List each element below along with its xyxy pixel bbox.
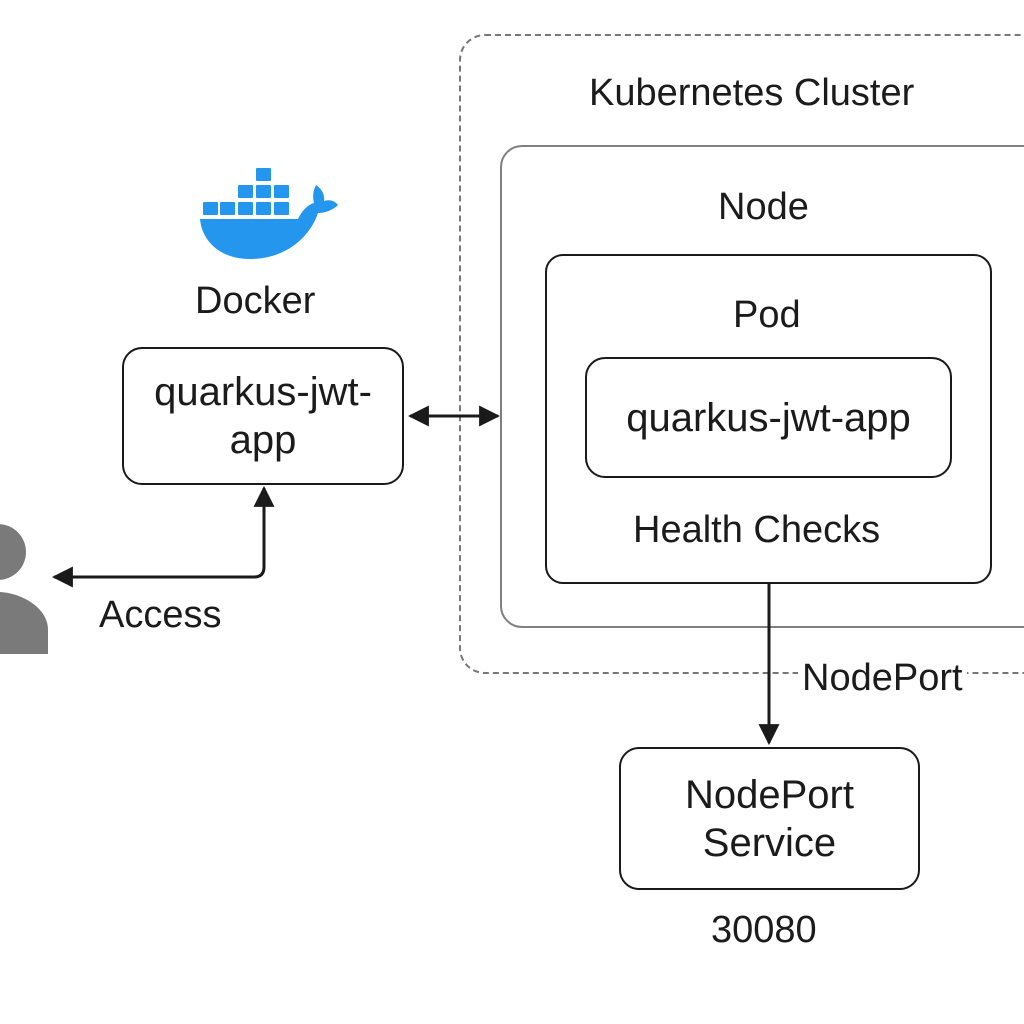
kubernetes-cluster-boundary bbox=[459, 34, 1024, 674]
docker-app-label-line2: app bbox=[229, 418, 297, 462]
docker-label: Docker bbox=[195, 280, 316, 322]
cluster-title: Kubernetes Cluster bbox=[589, 72, 915, 114]
service-label-line2: Service bbox=[702, 820, 837, 865]
pod-title: Pod bbox=[733, 294, 801, 336]
node-title: Node bbox=[718, 186, 809, 228]
access-label: Access bbox=[99, 594, 222, 636]
user-person-icon bbox=[0, 524, 48, 654]
nodeport-service-box: NodePort Service bbox=[619, 747, 920, 890]
service-port: 30080 bbox=[711, 909, 817, 951]
nodeport-edge-label: NodePort bbox=[798, 659, 967, 697]
health-checks-label: Health Checks bbox=[633, 509, 881, 551]
pod-app-container: quarkus-jwt-app bbox=[585, 357, 952, 478]
pod-app-label: quarkus-jwt-app bbox=[626, 395, 911, 440]
docker-whale-icon bbox=[200, 168, 338, 259]
docker-app-container: quarkus-jwt- app bbox=[122, 347, 404, 485]
service-label-line1: NodePort bbox=[685, 772, 854, 817]
docker-app-label-line1: quarkus-jwt- bbox=[154, 370, 372, 414]
access-connector bbox=[51, 485, 275, 588]
